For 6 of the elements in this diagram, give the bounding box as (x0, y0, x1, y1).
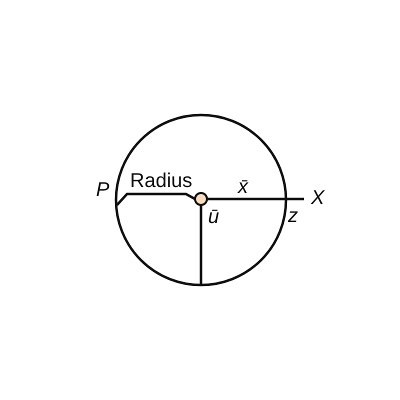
variable-label: ū (208, 207, 220, 227)
point-label: P (96, 180, 110, 200)
radius-label: Radius (130, 171, 192, 191)
variable-label: x̄ (238, 177, 248, 197)
axis-label: X (311, 188, 324, 208)
variable-label: z (288, 206, 298, 226)
